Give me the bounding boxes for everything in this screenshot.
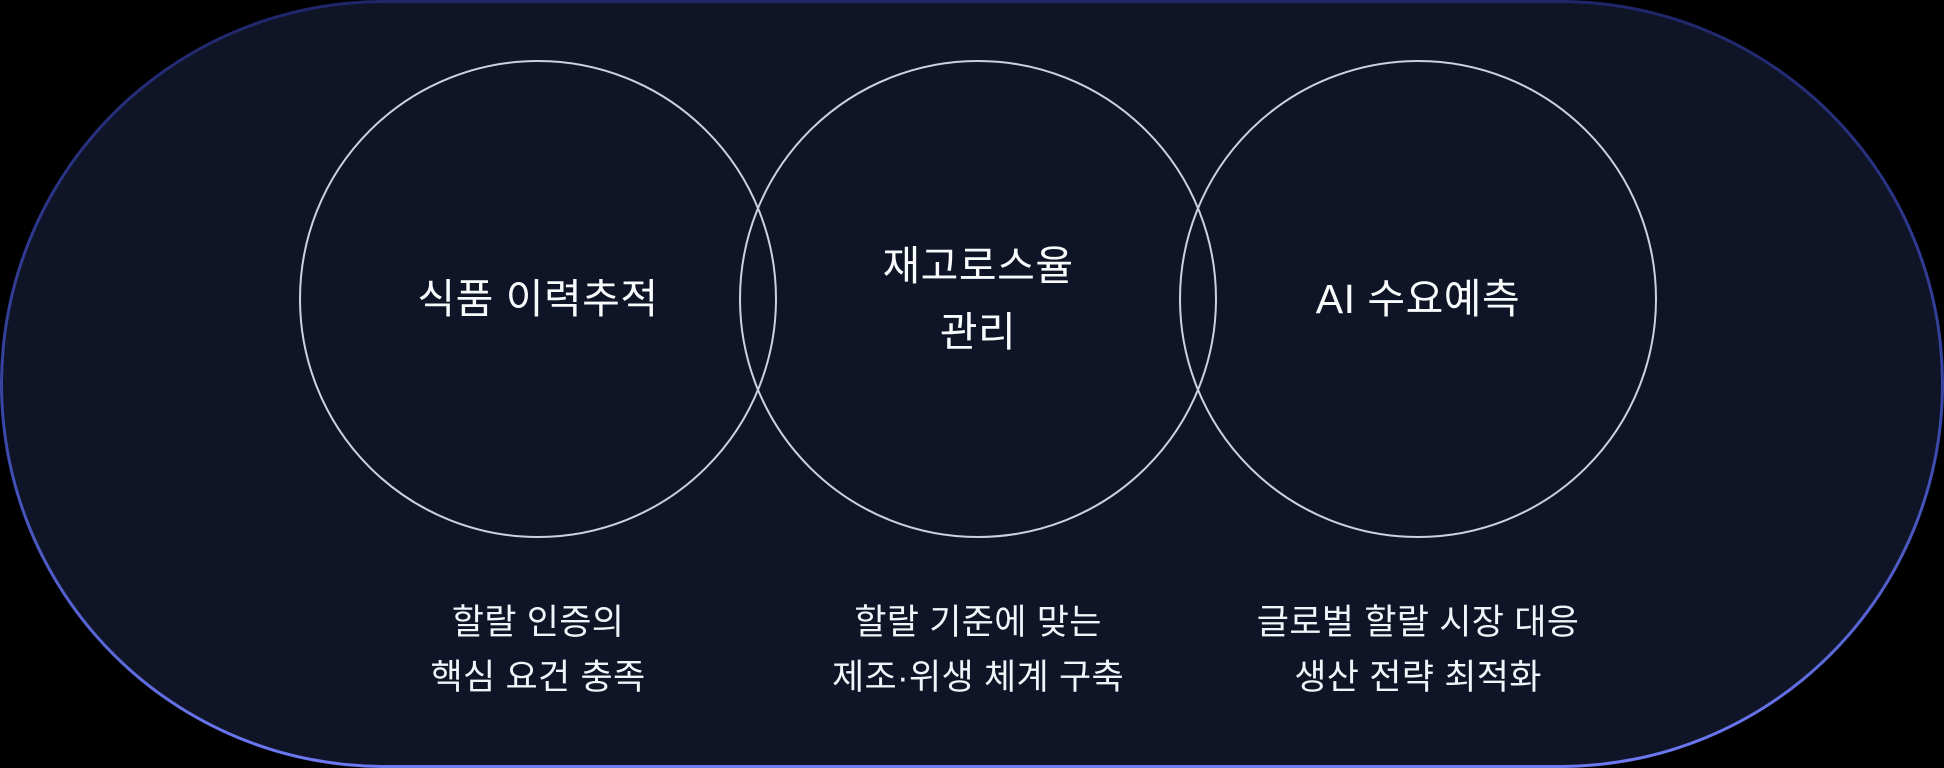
- caption-inventory-loss-rate: 할랄 기준에 맞는 제조·위생 체계 구축: [831, 603, 1124, 697]
- circle-title-ai-demand-forecast: AI 수요예측: [1315, 276, 1521, 322]
- circle-title-food-traceability: 식품 이력추적: [417, 276, 659, 322]
- caption-food-traceability: 할랄 인증의 핵심 요건 충족: [430, 603, 646, 697]
- caption-ai-demand-forecast: 글로벌 할랄 시장 대응 생산 전략 최적화: [1256, 603, 1580, 697]
- venn-circle-food-traceability: 식품 이력추적: [299, 60, 777, 538]
- venn-circle-ai-demand-forecast: AI 수요예측: [1179, 60, 1657, 538]
- venn-circle-inventory-loss-rate: 재고로스율 관리: [739, 60, 1217, 538]
- panel-background: 식품 이력추적 재고로스율 관리 AI 수요예측 할랄 인증의 핵심 요건 충족…: [3, 3, 1941, 765]
- circle-title-inventory-loss-rate: 재고로스율 관리: [882, 243, 1074, 355]
